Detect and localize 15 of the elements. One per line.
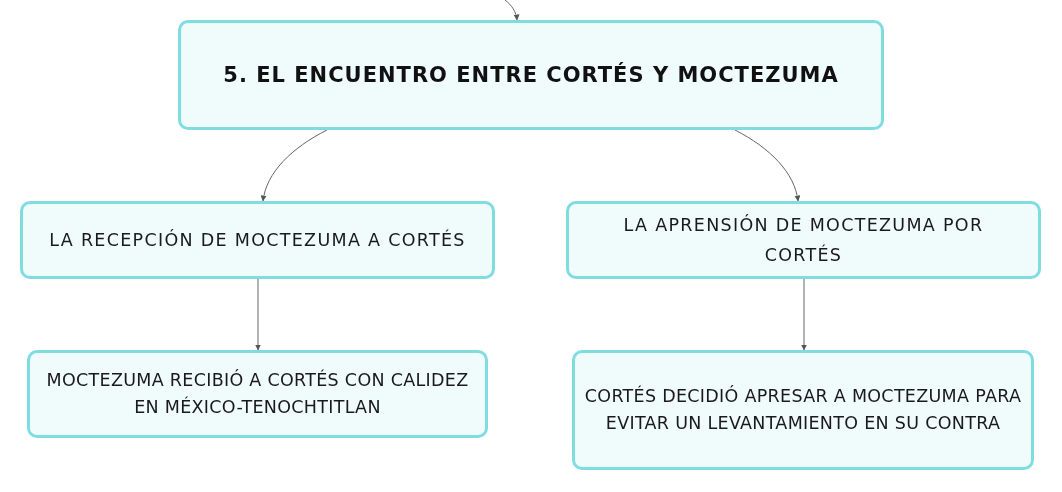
connector-arrow [255,278,261,351]
topic-box [572,350,1034,470]
connector-arrow [734,129,800,202]
connector-arrow [504,0,520,21]
topic-title: 5. EL ENCUENTRO ENTRE CORTÉS Y MOCTEZUMA [223,61,839,89]
topic-text: LA RECEPCIÓN DE MOCTEZUMA A CORTÉS [49,228,466,252]
connector-arrow [801,278,807,351]
connector-arrow [261,129,328,202]
topic-box [20,201,495,279]
topic-text: MOCTEZUMA RECIBIÓ A CORTÉS CON CALIDEZ EN MÉXICO-TENOCHTITLAN [45,368,470,419]
topic-text: LA APRENSIÓN DE MOCTEZUMA POR CORTÉS [622,213,985,267]
topic-box [27,350,488,438]
topic-text: CORTÉS DECIDIÓ APRESAR A MOCTEZUMA PARA EVITAR UN LEVANTAMIENTO EN SU CONTRA [583,384,1023,435]
topic-box [178,20,884,130]
topic-box [566,201,1041,279]
